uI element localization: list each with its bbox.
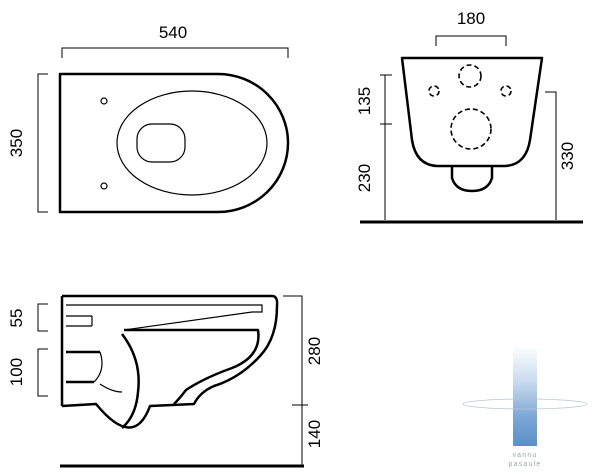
inlet-hole xyxy=(458,64,482,88)
side-view: 55 100 280 140 xyxy=(7,294,324,468)
fixing-spacing-label: 180 xyxy=(457,9,485,28)
depth-dimension-label: 350 xyxy=(7,129,26,157)
outlet-dimension-label: 100 xyxy=(7,358,26,386)
seat-hole-top xyxy=(100,97,108,105)
overall-height-dimension-line xyxy=(545,91,557,220)
outlet-pipe xyxy=(66,350,100,384)
inner-bowl-curve xyxy=(124,328,260,405)
side-height-label: 280 xyxy=(305,337,324,365)
depth-dimension-line xyxy=(37,73,48,213)
bowl-top-outline xyxy=(58,72,290,214)
inlet-dimension-label: 55 xyxy=(7,309,26,328)
overall-height-label: 330 xyxy=(558,142,577,170)
fixing-spacing-dimension-line xyxy=(435,35,507,46)
watermark-line1: vannu xyxy=(512,452,537,459)
outlet-height-label: 230 xyxy=(355,164,374,192)
outlet-pipe-bend xyxy=(93,351,103,383)
width-dimension-line xyxy=(61,47,289,58)
outlet-hole xyxy=(450,108,492,150)
fixing-height-label: 135 xyxy=(355,87,374,115)
inlet-dimension-line xyxy=(37,303,48,332)
seat-hole-bottom xyxy=(100,182,108,190)
watermark-bar xyxy=(513,346,537,446)
width-dimension-label: 540 xyxy=(159,23,187,42)
front-view: 180 135 230 330 xyxy=(355,9,583,224)
inlet-pipe xyxy=(66,315,93,327)
outlet-dimension-line xyxy=(37,348,48,397)
fixing-hole-right xyxy=(500,85,512,97)
watermark-ring xyxy=(462,398,588,410)
fixing-hole-left xyxy=(428,85,440,97)
bowl-inner-rim xyxy=(116,90,268,196)
water-opening xyxy=(136,123,186,163)
seat-surface xyxy=(66,304,263,331)
bowl-foot xyxy=(450,166,494,193)
floor-height-label: 140 xyxy=(305,420,324,448)
watermark-line2: pasaule xyxy=(509,461,542,468)
water-line xyxy=(99,383,123,393)
top-view: 540 350 xyxy=(7,23,290,214)
bowl-side-outline xyxy=(61,294,279,429)
trap-channel xyxy=(121,333,140,429)
dimension-ticks-left xyxy=(380,74,392,125)
watermark-logo: vannu pasaule xyxy=(462,346,588,468)
height-dimension-line xyxy=(283,295,303,466)
bowl-front-outline xyxy=(400,56,544,168)
